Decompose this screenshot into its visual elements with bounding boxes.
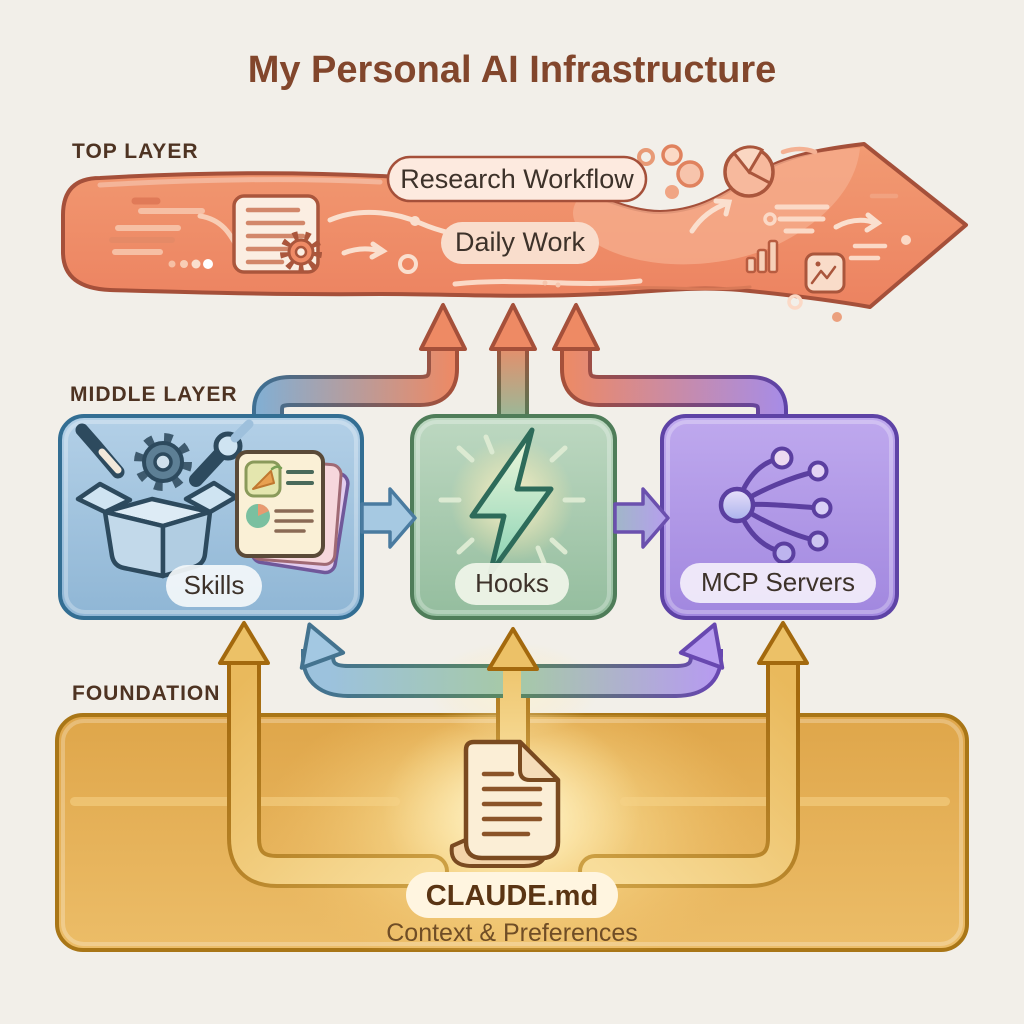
- lightning-bolt-icon: [438, 427, 586, 577]
- up-arrowhead-right: [552, 303, 600, 351]
- skills-label: Skills: [184, 570, 245, 600]
- mcp-pill: MCP Servers: [680, 563, 876, 603]
- middle-to-top-connectors: [252, 303, 788, 426]
- band-top-sheen: [97, 177, 383, 188]
- toolbox-icon: [75, 419, 254, 579]
- middle-layer-label: MIDDLE LAYER: [70, 383, 238, 406]
- foundation-to-middle-connectors: [218, 621, 809, 888]
- gold-arrowhead-left: [218, 621, 270, 665]
- research-workflow-pill: Research Workflow: [386, 155, 648, 203]
- top-layer-band: Research Workflow Daily Work: [61, 142, 968, 322]
- skills-to-hooks-arrow: [360, 487, 417, 549]
- hooks-pill: Hooks: [455, 563, 569, 605]
- claude-md-label: CLAUDE.md: [426, 880, 598, 912]
- claude-md-pill: CLAUDE.md: [406, 872, 618, 918]
- mcp-servers-label: MCP Servers: [701, 567, 855, 597]
- skills-box: Skills: [58, 414, 364, 620]
- up-arrowhead-center: [489, 303, 537, 351]
- middle-layer: Skills Hooks: [58, 414, 899, 620]
- mcp-servers-box: MCP Servers: [660, 414, 899, 620]
- bubbles-icon: [637, 144, 704, 199]
- claude-document-icon: [449, 739, 561, 868]
- top-layer-label: TOP LAYER: [72, 140, 199, 163]
- hooks-box: Hooks: [410, 414, 617, 620]
- gold-arrowhead-right: [757, 621, 809, 665]
- gold-arrowhead-center: [487, 627, 539, 671]
- skills-pill: Skills: [166, 565, 262, 607]
- skill-cards-icon: [235, 450, 350, 575]
- foundation-label: FOUNDATION: [72, 682, 220, 705]
- bar-chart-icon: [745, 239, 779, 274]
- document-gear-icon: [232, 194, 322, 274]
- up-arrowhead-left: [419, 303, 467, 351]
- foundation-caption: Context & Preferences: [386, 919, 638, 947]
- pie-chart-icon: [723, 145, 775, 198]
- purple-arrowhead: [678, 622, 725, 670]
- daily-work-pill: Daily Work: [441, 222, 599, 264]
- hooks-label: Hooks: [475, 568, 549, 598]
- network-nodes-icon: [718, 446, 833, 565]
- research-workflow-label: Research Workflow: [400, 164, 634, 194]
- hooks-to-mcp-arrow: [613, 487, 670, 549]
- blue-arrowhead: [299, 622, 346, 670]
- dot-row: [168, 259, 213, 269]
- daily-work-label: Daily Work: [455, 227, 586, 257]
- page-title: My Personal AI Infrastructure: [248, 49, 777, 91]
- image-icon: [804, 252, 846, 294]
